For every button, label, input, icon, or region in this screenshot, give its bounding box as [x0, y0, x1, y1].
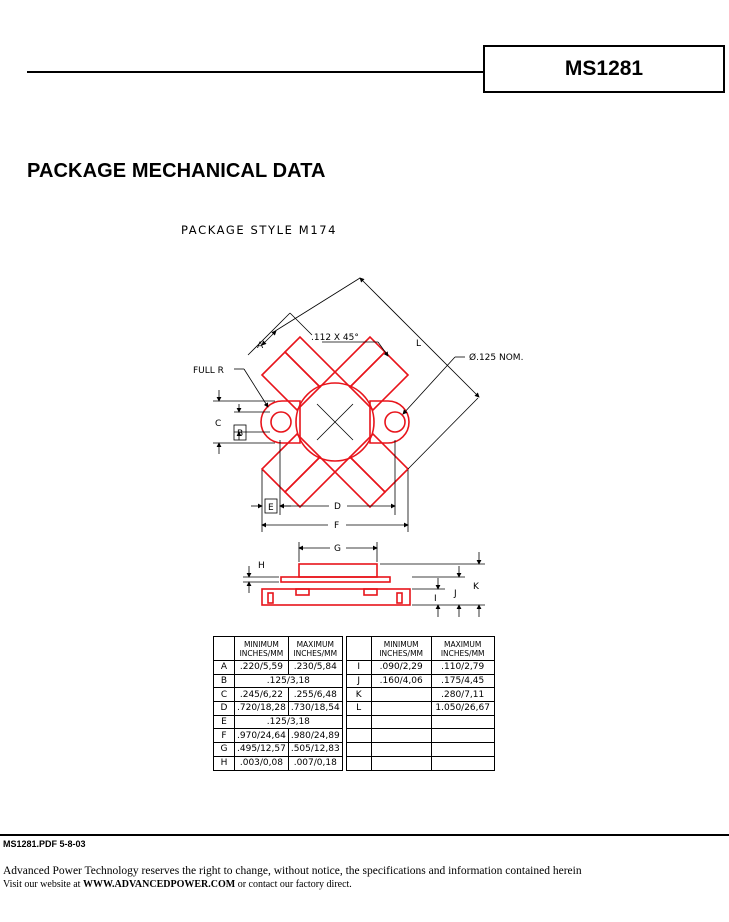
- callout-e-box: [264, 498, 278, 514]
- part-number-box: MS1281: [483, 45, 725, 93]
- disclaimer-text: Advanced Power Technology reserves the r…: [3, 865, 582, 877]
- table-row: C .245/6,22 .255/6,48 K .280/7,11: [213, 687, 495, 703]
- side-view-dimensions: [243, 542, 485, 617]
- table-row: G .495/12,57 .505/12,83: [213, 742, 495, 757]
- package-drawing: .112 X 45° Ø.125 NOM. FULL R A L C B E D…: [193, 277, 523, 617]
- package-style-caption: PACKAGE STYLE M174: [181, 223, 338, 237]
- table-row: E .125/3,18: [213, 714, 495, 730]
- dim-c-label: C: [215, 419, 221, 429]
- table-row: F .970/24,64 .980/24,89: [213, 728, 495, 744]
- dim-l-label: L: [416, 339, 421, 349]
- hole-label: Ø.125 NOM.: [469, 352, 523, 363]
- chamfer-label: .112 X 45°: [311, 333, 359, 343]
- part-number: MS1281: [564, 57, 644, 80]
- dim-e-label: E: [268, 503, 274, 513]
- footer-rule: [0, 834, 729, 836]
- table-row: A .220/5,59 .230/5,84 I .090/2,29 .110/2…: [213, 660, 495, 675]
- dim-h-label: H: [258, 561, 265, 571]
- header-rule: [27, 71, 483, 73]
- website-line: Visit our website at WWW.ADVANCEDPOWER.C…: [3, 879, 352, 890]
- dim-g-label: G: [334, 544, 341, 554]
- dim-j-label: J: [453, 589, 457, 599]
- document-id: MS1281.PDF 5-8-03: [3, 839, 86, 849]
- radius-label: FULL R: [193, 366, 224, 376]
- side-view-outline: [261, 563, 411, 606]
- dim-d-label: D: [334, 502, 341, 512]
- top-view-dimensions: [213, 277, 480, 532]
- callout-b-box: [233, 424, 247, 441]
- section-title: PACKAGE MECHANICAL DATA: [27, 160, 326, 182]
- website-link[interactable]: WWW.ADVANCEDPOWER.COM: [82, 879, 236, 890]
- top-view-outline: [260, 335, 410, 509]
- dim-k-label: K: [473, 582, 480, 592]
- table-row: D .720/18,28 .730/18,54 L 1.050/26,67: [213, 701, 495, 716]
- body-x-mark: [316, 403, 354, 441]
- dim-i-label: I: [434, 594, 437, 604]
- table-row: H .003/0,08 .007/0,18: [213, 755, 495, 771]
- dim-b-label: B: [237, 429, 243, 439]
- dim-a-label: A: [257, 341, 264, 351]
- table-row: B .125/3,18 J .160/4,06 .175/4,45: [213, 673, 495, 689]
- dim-f-label: F: [334, 521, 339, 531]
